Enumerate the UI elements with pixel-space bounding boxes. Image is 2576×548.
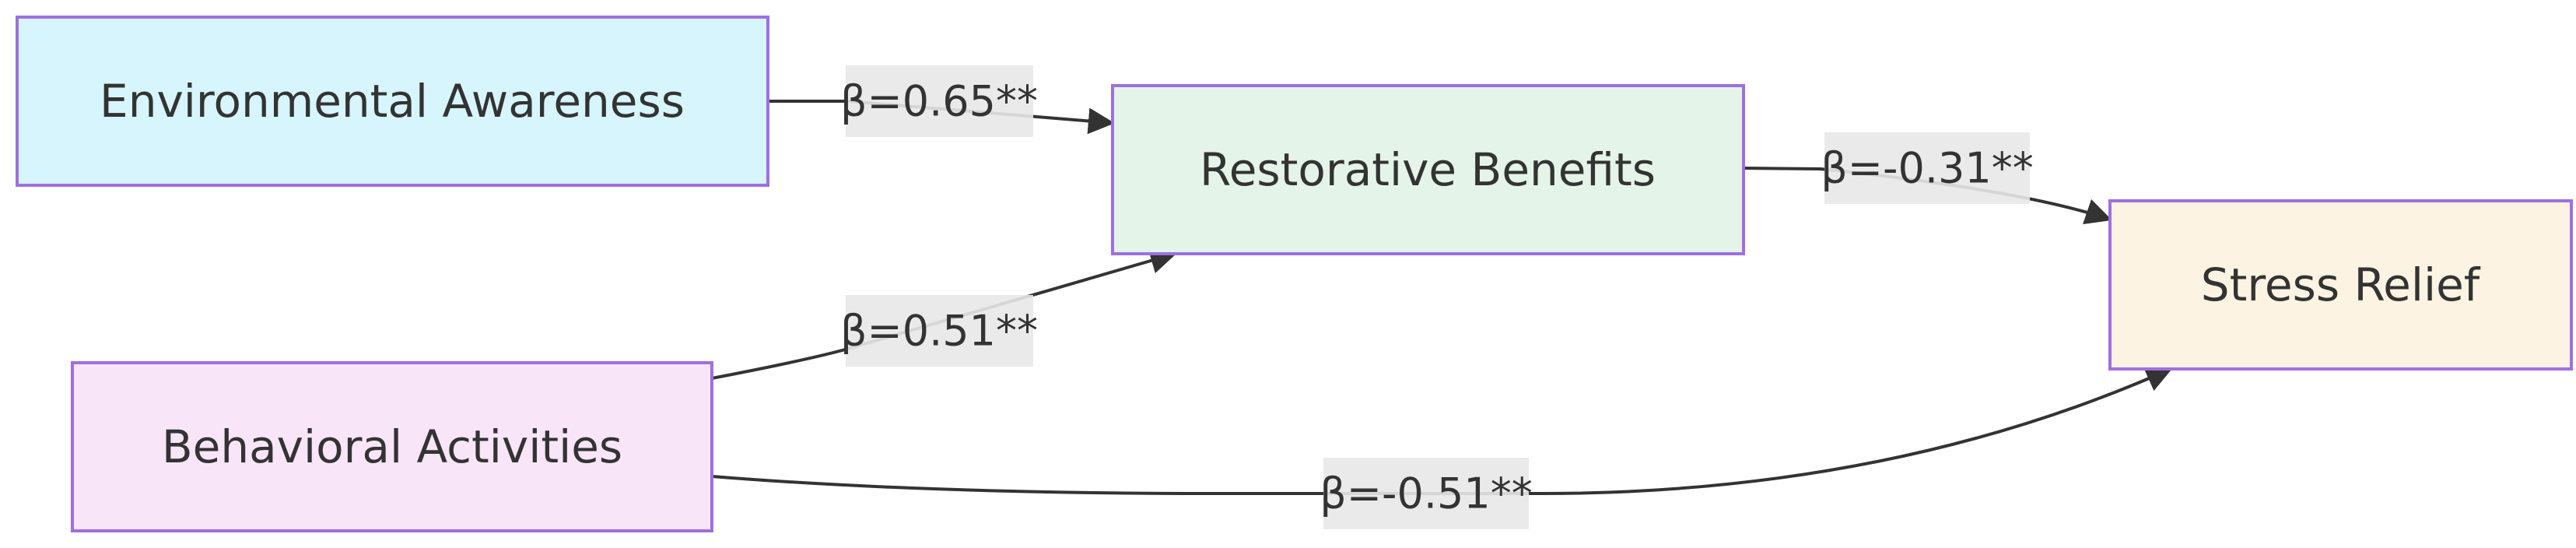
node-label: Environmental Awareness (100, 75, 685, 128)
edge-label-background (1323, 458, 1529, 529)
node-stress-relief: Stress Relief (2108, 199, 2573, 371)
edge-label-text: β=0.65** (840, 77, 1038, 126)
node-box (71, 361, 713, 532)
edge-behavioral-to-stress (711, 367, 2173, 496)
node-environmental-awareness: Environmental Awareness (16, 16, 769, 187)
edge-behavioral-to-restorative (711, 248, 1177, 380)
node-box (1111, 84, 1745, 255)
node-box (2108, 199, 2573, 371)
edge-label-behavioral-stress: β=-0.51** (1320, 458, 1533, 529)
edge-label-background (846, 65, 1033, 137)
node-label: Stress Relief (2201, 258, 2481, 311)
node-restorative-benefits: Restorative Benefits (1111, 84, 1745, 255)
node-behavioral-activities: Behavioral Activities (71, 361, 713, 532)
node-box (16, 16, 769, 187)
edge-label-text: β=-0.31** (1821, 144, 2033, 193)
edge-label-env-restorative: β=0.65** (840, 65, 1038, 137)
node-label: Restorative Benefits (1200, 143, 1656, 196)
edge-label-background (846, 295, 1033, 367)
edge-label-text: β=0.51** (840, 307, 1038, 356)
edge-label-behavioral-restorative: β=0.51** (840, 295, 1038, 367)
node-label: Behavioral Activities (162, 420, 622, 473)
edge-label-background (1824, 132, 2030, 204)
edge-label-restorative-stress: β=-0.31** (1821, 132, 2034, 204)
edge-label-text: β=-0.51** (1320, 469, 1532, 518)
